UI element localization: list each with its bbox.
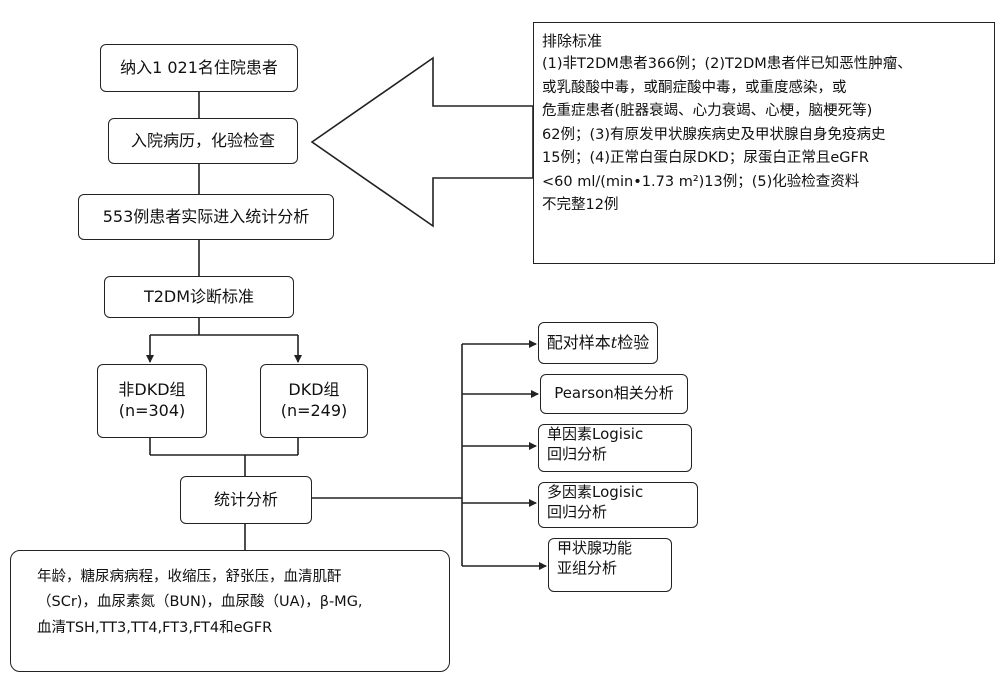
exclusion-line: 或乳酸酸中毒，或酮症酸中毒，或重度感染，或 xyxy=(542,79,847,96)
admission-text: 入院病历，化验检查 xyxy=(130,130,275,150)
multivariate-line1: 多因素Logisic xyxy=(547,483,644,501)
paired-suffix: 检验 xyxy=(617,332,650,352)
exclusion-line: (1)非T2DM患者366例；(2)T2DM患者伴已知恶性肿瘤、 xyxy=(542,56,912,73)
multivariate-logistic-box: 多因素Logisic 回归分析 xyxy=(538,482,698,528)
analyzed-text: 553例患者实际进入统计分析 xyxy=(102,206,310,226)
thyroid-subgroup-box: 甲状腺功能 亚组分析 xyxy=(548,538,672,592)
non-dkd-group-box: 非DKD组 (n=304) xyxy=(97,364,207,438)
dkd-group-box: DKD组 (n=249) xyxy=(260,364,368,438)
variables-line: （SCr)，血尿素氮（BUN)，血尿酸（UA)，β-MG, xyxy=(37,594,363,611)
variables-box: 年龄，糖尿病病程，收缩压，舒张压，血清肌酐 （SCr)，血尿素氮（BUN)，血尿… xyxy=(10,550,450,672)
exclusion-line: 危重症患者(脏器衰竭、心力衰竭、心梗，脑梗死等) xyxy=(542,103,873,120)
variables-line: 血清TSH,TT3,TT4,FT3,FT4和eGFR xyxy=(37,619,273,636)
pearson-text: Pearson相关分析 xyxy=(554,384,674,403)
exclusion-line: 62例；(3)有原发甲状腺疾病史及甲状腺自身免疫病史 xyxy=(542,126,886,143)
paired-prefix: 配对样本 xyxy=(546,332,611,352)
exclusion-title: 排除标准 xyxy=(542,32,603,50)
univariate-logistic-box: 单因素Logisic 回归分析 xyxy=(538,424,692,472)
thyroid-line2: 亚组分析 xyxy=(557,558,618,577)
exclusion-line: 15例；(4)正常白蛋白尿DKD；尿蛋白正常且eGFR xyxy=(542,150,869,167)
multivariate-line2: 回归分析 xyxy=(547,502,608,521)
enroll-box: 纳入1 021名住院患者 xyxy=(100,44,298,92)
stats-box: 统计分析 xyxy=(180,476,312,524)
exclusion-criteria-box: 排除标准 (1)非T2DM患者366例；(2)T2DM患者伴已知恶性肿瘤、 或乳… xyxy=(533,22,995,264)
univariate-line1: 单因素Logisic xyxy=(547,425,644,443)
dkd-label: DKD组 xyxy=(288,380,340,400)
variables-line: 年龄，糖尿病病程，收缩压，舒张压，血清肌酐 xyxy=(37,569,342,585)
pearson-box: Pearson相关分析 xyxy=(540,374,688,414)
admission-box: 入院病历，化验检查 xyxy=(108,118,298,164)
stats-text: 统计分析 xyxy=(213,489,278,509)
criteria-box: T2DM诊断标准 xyxy=(104,276,294,318)
exclusion-line: <60 ml/(min•1.73 m²)13例；(5)化验检查资料 xyxy=(542,173,860,190)
criteria-text: T2DM诊断标准 xyxy=(143,286,255,306)
paired-t-symbol: t xyxy=(610,332,618,352)
exclusion-line: 不完整12例 xyxy=(542,197,619,214)
exclusion-arrow xyxy=(310,56,534,228)
non-dkd-label: 非DKD组 xyxy=(118,380,186,400)
non-dkd-count: (n=304) xyxy=(118,401,186,420)
thyroid-line1: 甲状腺功能 xyxy=(557,539,633,557)
analyzed-box: 553例患者实际进入统计分析 xyxy=(78,194,334,240)
enroll-text: 纳入1 021名住院患者 xyxy=(120,57,278,77)
univariate-line2: 回归分析 xyxy=(547,444,608,463)
dkd-count: (n=249) xyxy=(280,401,348,420)
